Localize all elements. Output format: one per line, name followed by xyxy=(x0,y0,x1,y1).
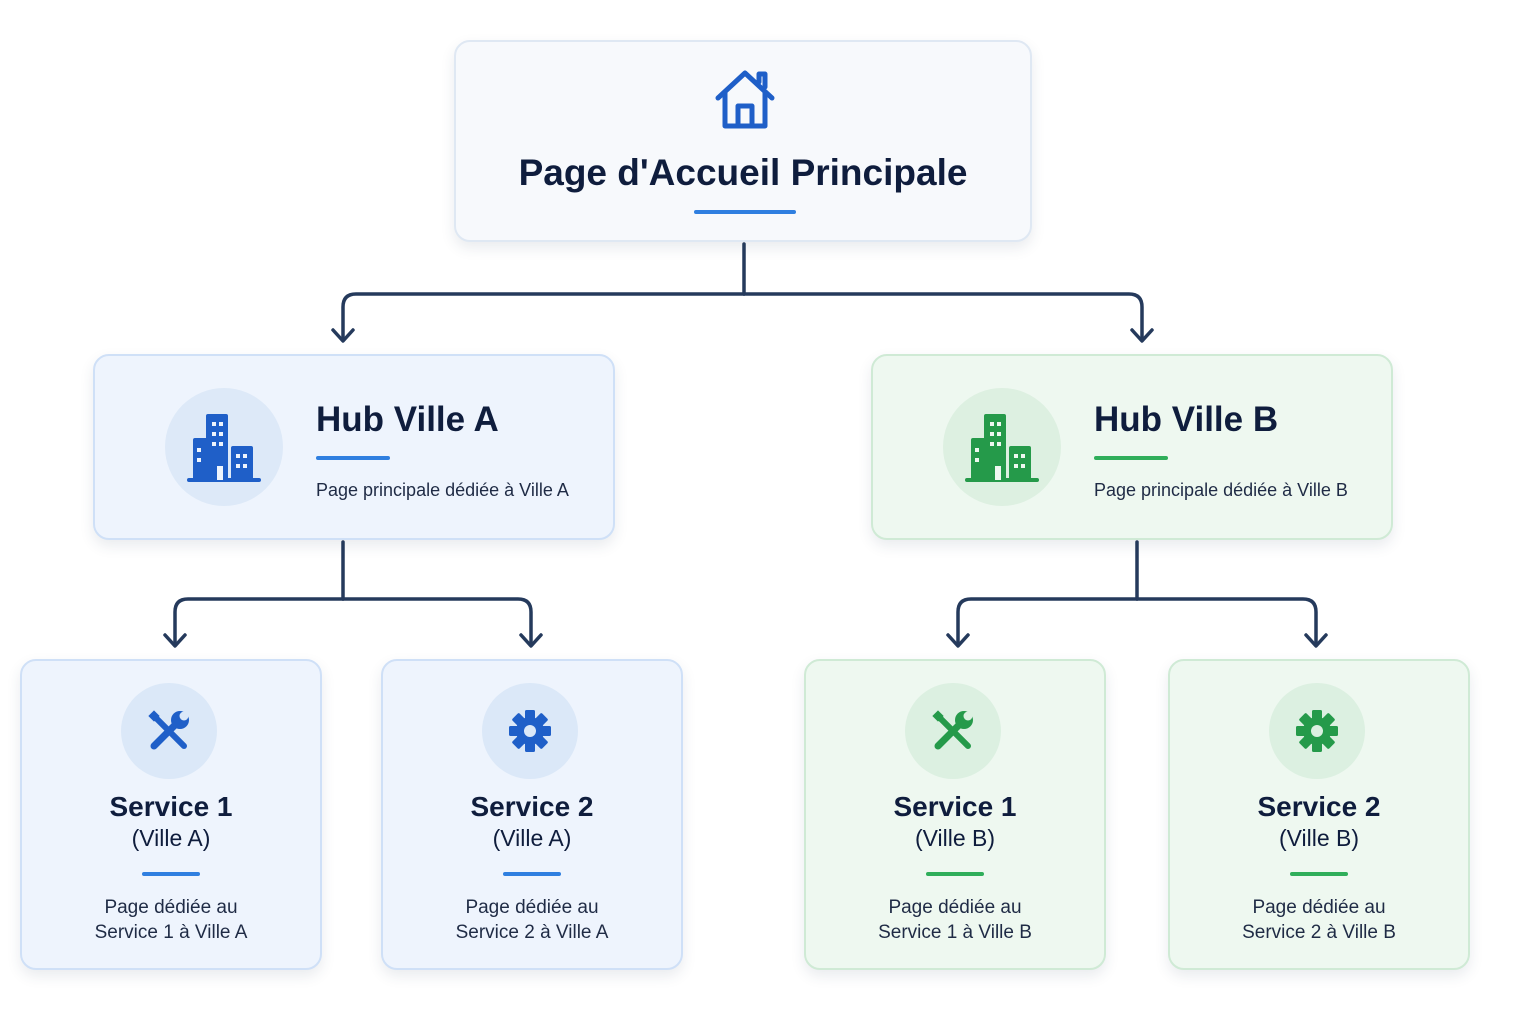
arrowhead-b-service-1 xyxy=(946,633,970,648)
hub-b-underline xyxy=(1094,456,1168,460)
connector-root-to-hub-b xyxy=(742,292,1144,342)
service-node-2-ville-a[interactable]: Service 2 (Ville A) Page dédiée au Servi… xyxy=(381,659,683,970)
service-description-line-1: Page dédiée au xyxy=(888,897,1022,918)
connector-hub-b-to-service-2 xyxy=(1135,597,1318,647)
service-description-line-2: Service 2 à Ville A xyxy=(455,922,609,943)
hub-a-icon-circle xyxy=(165,388,283,506)
service-underline xyxy=(1290,872,1348,876)
service-icon-circle xyxy=(905,683,1001,779)
hub-node-ville-b[interactable]: Hub Ville B Page principale dédiée à Vil… xyxy=(871,354,1393,540)
arrowhead-b-service-2 xyxy=(1304,633,1328,648)
service-underline xyxy=(142,872,200,876)
service-icon-circle xyxy=(482,683,578,779)
root-node-main-homepage[interactable]: Page d'Accueil Principale xyxy=(454,40,1032,242)
hub-b-description: Page principale dédiée à Ville B xyxy=(1094,480,1348,500)
arrowhead-a-service-1 xyxy=(163,633,187,648)
city-buildings-icon xyxy=(187,414,261,482)
service-description-line-2: Service 1 à Ville B xyxy=(878,922,1032,943)
service-description-line-1: Page dédiée au xyxy=(1252,897,1386,918)
home-icon xyxy=(715,70,775,129)
city-buildings-icon xyxy=(965,414,1039,482)
service-description-line-1: Page dédiée au xyxy=(465,897,599,918)
tools-icon xyxy=(148,710,189,750)
service-node-1-ville-a[interactable]: Service 1 (Ville A) Page dédiée au Servi… xyxy=(20,659,322,970)
hub-a-description: Page principale dédiée à Ville A xyxy=(316,480,569,500)
arrowhead-hub-a xyxy=(331,328,355,343)
service-subtitle: (Ville B) xyxy=(1278,825,1360,851)
service-description: Page dédiée au Service 2 à Ville A xyxy=(383,895,681,945)
service-underline xyxy=(503,872,561,876)
service-description: Page dédiée au Service 2 à Ville B xyxy=(1170,895,1468,945)
hub-b-title: Hub Ville B xyxy=(1094,400,1279,439)
service-description: Page dédiée au Service 1 à Ville A xyxy=(22,895,320,945)
connector-hub-a-to-service-2 xyxy=(341,597,533,647)
service-node-2-ville-b[interactable]: Service 2 (Ville B) Page dédiée au Servi… xyxy=(1168,659,1470,970)
service-title: Service 2 xyxy=(470,791,594,822)
hub-node-ville-a[interactable]: Hub Ville A Page principale dédiée à Vil… xyxy=(93,354,615,540)
service-title: Service 2 xyxy=(1257,791,1381,822)
hub-a-title: Hub Ville A xyxy=(316,400,499,439)
tools-icon xyxy=(932,710,973,750)
service-title: Service 1 xyxy=(893,791,1017,822)
service-node-1-ville-b[interactable]: Service 1 (Ville B) Page dédiée au Servi… xyxy=(804,659,1106,970)
service-subtitle: (Ville B) xyxy=(914,825,996,851)
gear-icon xyxy=(1296,710,1338,752)
service-subtitle: (Ville A) xyxy=(131,825,211,851)
gear-icon xyxy=(509,710,551,752)
hub-b-icon-circle xyxy=(943,388,1061,506)
arrowhead-hub-b xyxy=(1130,328,1154,343)
service-subtitle: (Ville A) xyxy=(492,825,572,851)
root-title: Page d'Accueil Principale xyxy=(518,152,968,193)
service-description-line-2: Service 1 à Ville A xyxy=(94,922,248,943)
connector-hub-a-to-service-1 xyxy=(173,597,345,647)
arrowhead-a-service-2 xyxy=(519,633,543,648)
connector-root-to-hub-a xyxy=(341,292,746,342)
service-icon-circle xyxy=(121,683,217,779)
service-description-line-1: Page dédiée au xyxy=(104,897,238,918)
connector-hub-b-to-service-1 xyxy=(956,597,1139,647)
root-title-underline xyxy=(694,210,796,214)
service-description: Page dédiée au Service 1 à Ville B xyxy=(806,895,1104,945)
hub-a-underline xyxy=(316,456,390,460)
service-underline xyxy=(926,872,984,876)
service-title: Service 1 xyxy=(109,791,233,822)
service-description-line-2: Service 2 à Ville B xyxy=(1242,922,1396,943)
service-icon-circle xyxy=(1269,683,1365,779)
